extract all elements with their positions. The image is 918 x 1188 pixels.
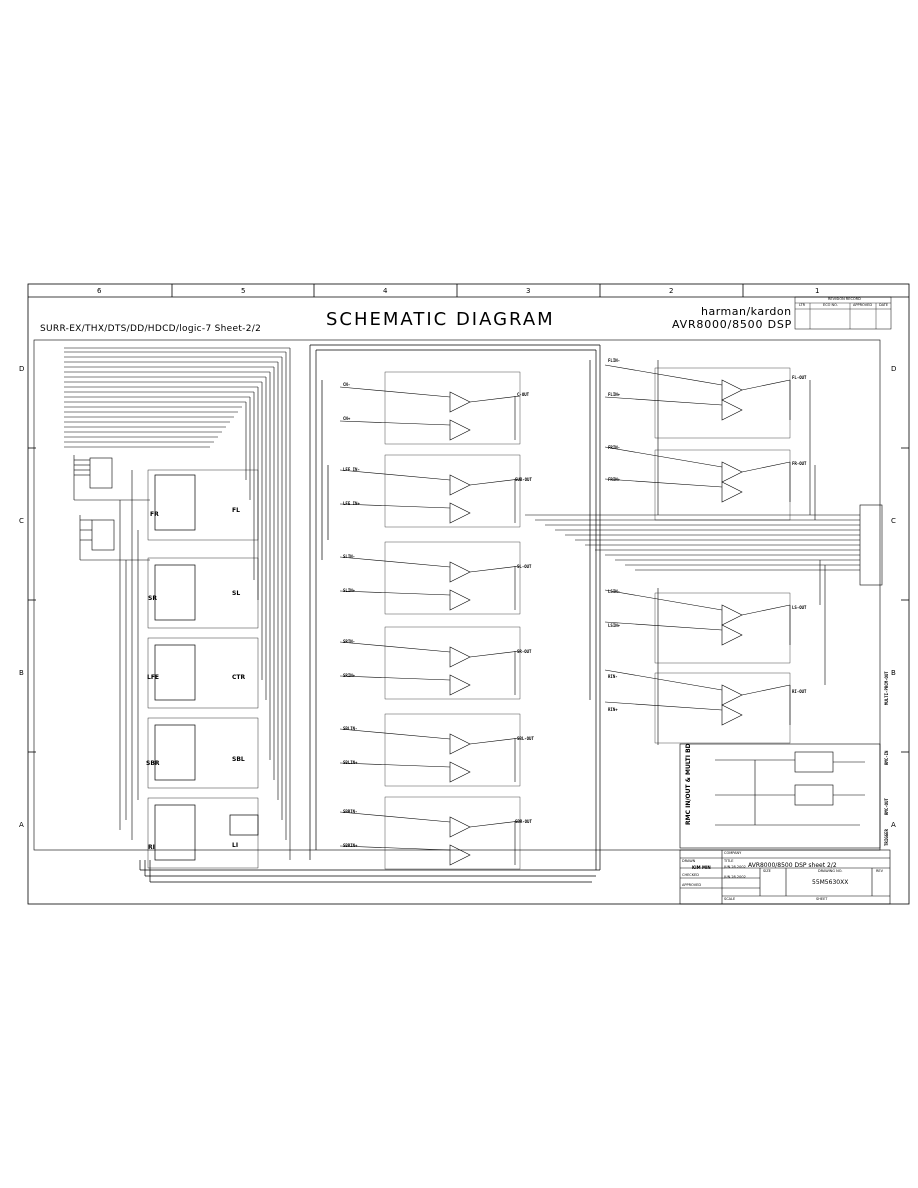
tb-dwg-label: DRAWING NO. (818, 869, 843, 873)
revision-record (794, 296, 892, 330)
dac-chip (154, 724, 196, 781)
zone-col: 5 (241, 287, 246, 295)
rmc-side-label: RMC-IN (884, 750, 889, 765)
tb-sheet: SHEET (816, 897, 828, 901)
dac-chip (154, 804, 196, 861)
tb-scale: SCALE (724, 897, 736, 901)
dac-label: CTR (232, 674, 246, 681)
dac-label: SBL (232, 756, 245, 763)
dac-label: FL (232, 507, 240, 514)
dac-chip (154, 564, 196, 621)
zone-col: 4 (383, 287, 388, 295)
net-label: FLIN+ (608, 392, 621, 397)
zone-row: A (19, 821, 24, 829)
tb-date: JUN.28.2002 (724, 865, 746, 869)
net-label: FRIN- (608, 445, 621, 450)
tb-drawn: DRAWN (682, 859, 696, 863)
zone-row: B (19, 669, 24, 677)
net-label: LSIN+ (608, 623, 621, 628)
revision-col: LTR (799, 303, 806, 307)
dac-label: SR (148, 595, 157, 602)
zone-row: D (891, 365, 897, 373)
net-label: FR-OUT (792, 461, 807, 466)
tb-sheet-title: AVR8000/8500 DSP sheet 2/2 (748, 862, 837, 869)
net-label: RI-OUT (792, 689, 807, 694)
net-label: SBLIN- (343, 726, 358, 731)
dac-chip (154, 644, 196, 701)
multi-out-connector (859, 504, 883, 586)
net-label: CN- (343, 382, 351, 387)
dac-chip (154, 474, 196, 531)
revision-col: DATE (879, 303, 889, 307)
net-label: LS-OUT (792, 605, 807, 610)
revision-col: ECO NO. (823, 303, 838, 307)
model-label: AVR8000/8500 DSP (672, 318, 793, 331)
zone-row: B (891, 669, 896, 677)
tb-company: COMPANY (724, 851, 742, 855)
net-label: SBR-OUT (515, 819, 532, 824)
net-label: FLIN- (608, 358, 621, 363)
net-label: RIN+ (608, 707, 618, 712)
tb-size: SIZE (763, 869, 771, 873)
net-label: LFE IN- (343, 467, 360, 472)
tb-title-label: TITLE (724, 859, 734, 863)
tb-date-2: JUN.28.2002 (724, 875, 746, 879)
zone-row: C (19, 517, 24, 525)
connector-label: MULTI-PRCM-OUT (884, 671, 889, 705)
dac-label: RI (148, 844, 155, 851)
net-label: SRIN+ (343, 673, 356, 678)
page-subtitle: SURR-EX/THX/DTS/DD/HDCD/logic-7 Sheet-2/… (40, 324, 262, 334)
net-label: SLIN+ (343, 588, 356, 593)
zone-col: 3 (526, 287, 531, 295)
tb-dwg-no: 55M5630XX (812, 879, 849, 886)
net-label: SBRIN- (343, 809, 358, 814)
zone-col: 1 (815, 287, 820, 295)
net-label: SRIN- (343, 639, 356, 644)
revision-header: REVISION RECORD (828, 297, 861, 301)
zone-col: 6 (97, 287, 102, 295)
net-label: LSIN- (608, 589, 621, 594)
net-label: RIN- (608, 674, 618, 679)
zone-row: C (891, 517, 896, 525)
rmc-block (679, 743, 881, 849)
net-label: SBRIN+ (343, 843, 358, 848)
net-label: SUB-OUT (515, 477, 532, 482)
brand-label: harman/kardon (701, 305, 792, 318)
tb-approved: APPROVED (682, 883, 702, 887)
dac-label: LFE (147, 674, 160, 681)
dac-label: FR (150, 511, 159, 518)
sheet-frame (27, 283, 910, 905)
rmc-side-label: RMC-OUT (884, 798, 889, 815)
net-label: SBL-OUT (517, 736, 534, 741)
net-label: FL-OUT (792, 375, 807, 380)
zone-row: D (19, 365, 25, 373)
net-label: LFE IN+ (343, 501, 360, 506)
title-block (679, 849, 891, 905)
dac-label: LI (232, 842, 239, 849)
net-label: SR-OUT (517, 649, 532, 654)
zone-row: A (891, 821, 896, 829)
revision-col: APPROVED (853, 303, 873, 307)
tb-rev: REV (876, 869, 884, 873)
net-label: SL-OUT (517, 564, 532, 569)
dac-label: SL (232, 590, 241, 597)
tb-checked: CHECKED (682, 873, 699, 877)
tb-drawn-by: KIM MIN (692, 865, 711, 870)
zone-col: 2 (669, 287, 674, 295)
page-title: SCHEMATIC DIAGRAM (326, 309, 555, 330)
net-label: FRIN+ (608, 477, 621, 482)
net-label: C-OUT (517, 392, 530, 397)
dac-label: SBR (146, 760, 160, 767)
rmc-block-label: RMC IN/OUT & MULTI BD (685, 743, 692, 825)
net-label: CN+ (343, 416, 351, 421)
rmc-side-label: TRIGGER (884, 829, 889, 846)
net-label: SLIN- (343, 554, 356, 559)
net-label: SBLIN+ (343, 760, 358, 765)
